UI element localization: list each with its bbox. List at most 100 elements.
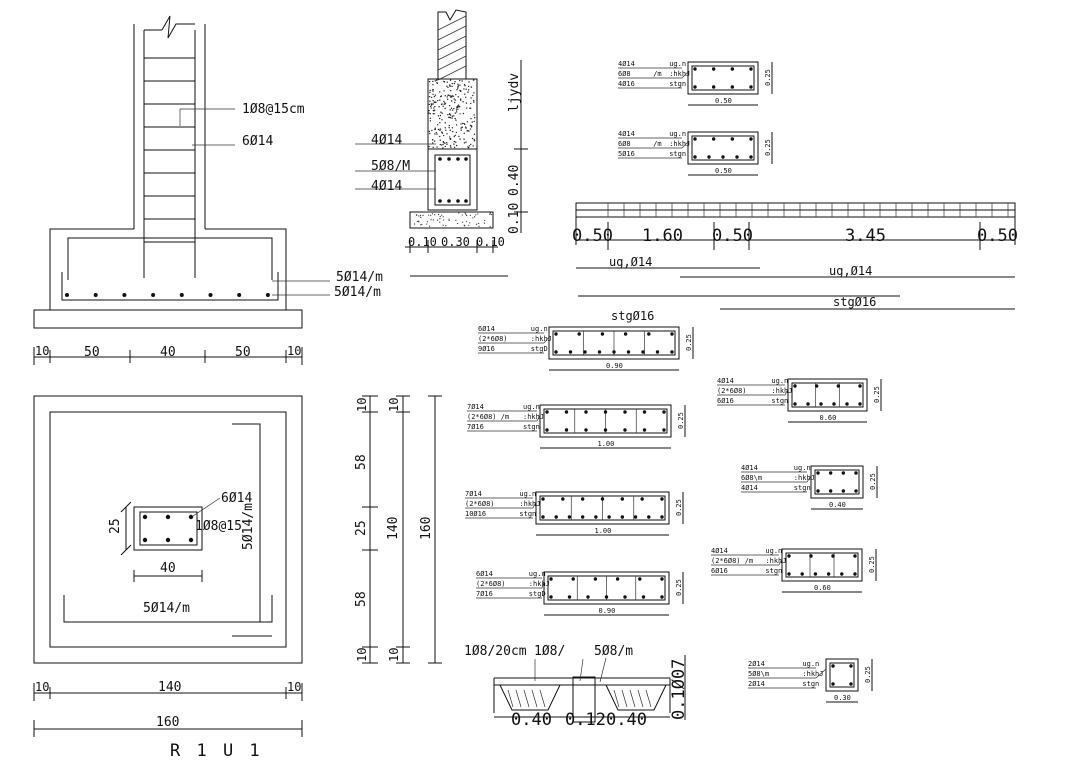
section-bottom-bar (721, 155, 725, 159)
section-bottom-bar (620, 515, 625, 519)
concrete-speckle (453, 146, 456, 149)
concrete-speckle (467, 85, 470, 88)
concrete-speckle (460, 123, 462, 125)
concrete-speckle (444, 145, 447, 148)
concrete-speckle (432, 89, 434, 91)
concrete-speckle (433, 95, 436, 98)
concrete-speckle (439, 91, 441, 93)
blinding-speckle (484, 219, 486, 222)
dim-50-right: 50 (235, 345, 251, 360)
section-bottom-bar (749, 155, 753, 159)
concrete-speckle (449, 114, 452, 116)
section-leader (532, 501, 537, 509)
concrete-speckle (461, 80, 463, 82)
dim-50-left: 50 (84, 345, 100, 360)
slab-section: 1Ø8/20cm 1Ø8/ 5Ø8/m 0.40 0.12 0.40 0.1Ø0… (464, 644, 689, 730)
section-bottom-bar (793, 402, 797, 406)
blinding-speckle (430, 219, 432, 221)
concrete-speckle (468, 81, 470, 83)
section-top-bar (831, 554, 835, 558)
section-bottom-bar (660, 595, 664, 599)
concrete-speckle (472, 94, 474, 97)
concrete-speckle (459, 113, 461, 115)
footing-bar-dot (93, 293, 98, 297)
section-bottom-bar (670, 350, 674, 354)
concrete-speckle (451, 117, 453, 119)
beam-bottom-bars: 4Ø14 (371, 179, 402, 194)
concrete-speckle (437, 99, 439, 102)
section-bottom-bar (849, 682, 853, 686)
blinding-speckle (422, 214, 424, 216)
section-top-bar (571, 577, 575, 581)
plan-mesh-bottom: 5Ø14/m (143, 601, 190, 616)
concrete-speckle (459, 89, 461, 92)
blinding-speckle (427, 214, 430, 216)
beam-detail: 4Ø14 5Ø8/M 4Ø14 ljydv 0.40 0.10 0.10 0.3… (355, 9, 528, 277)
concrete-speckle (464, 93, 466, 95)
slab-label-2: 1Ø8/ (534, 644, 565, 659)
concrete-speckle (446, 85, 448, 87)
beam-w-030: 0.30 (441, 235, 470, 249)
concrete-speckle (439, 114, 442, 117)
column-bar-dot (142, 514, 148, 520)
concrete-speckle (444, 95, 446, 97)
blinding-speckle (420, 216, 422, 218)
concrete-speckle (471, 121, 473, 123)
stirrup-label: 1Ø8@15cm (242, 102, 305, 117)
concrete-speckle (448, 136, 451, 138)
concrete-speckle (446, 143, 448, 146)
section-bar-type: ug.n (771, 377, 788, 385)
section-bottom-bar (707, 155, 711, 159)
section-top-bar (816, 471, 820, 475)
concrete-speckle (431, 129, 433, 132)
concrete-speckle (451, 115, 454, 117)
section-bottom-bar (586, 595, 590, 599)
section-bar-unit: /m (653, 70, 661, 78)
concrete-speckle (451, 109, 454, 111)
concrete-speckle (449, 116, 451, 119)
concrete-speckle (432, 112, 435, 115)
section-outline (535, 491, 670, 525)
section-bar-label: 6Ø14 (478, 325, 495, 333)
blinding-speckle (478, 222, 480, 225)
plan-col-stirrup: 1Ø8@15 (195, 519, 242, 534)
wall-hatch-line (437, 55, 467, 71)
concrete-speckle (429, 91, 431, 94)
blinding-speckle (458, 212, 460, 214)
beam-bar-dot (464, 157, 468, 161)
section-bar-type: stgn (669, 150, 686, 158)
plan-dim-10-right: 10 (287, 680, 301, 694)
blinding-speckle (477, 213, 479, 215)
section-stirrup (829, 662, 855, 688)
section-bar-type: stgn (523, 423, 540, 431)
concrete-speckle (467, 89, 470, 91)
section-bottom-bar (607, 515, 611, 519)
blinding-speckle (432, 219, 434, 221)
concrete-speckle (439, 128, 441, 130)
concrete-speckle (443, 103, 445, 106)
slab-rib (507, 689, 514, 708)
section-outline (539, 404, 672, 438)
concrete-speckle (434, 105, 436, 108)
concrete-speckle (453, 82, 456, 85)
section-top-bar (603, 410, 608, 414)
section-top-bar (660, 497, 664, 501)
concrete-speckle (470, 126, 473, 128)
concrete-speckle (446, 81, 449, 83)
section-bar-type: :hkhJ (531, 335, 552, 343)
concrete-speckle (431, 139, 434, 141)
concrete-speckle (473, 101, 475, 103)
blinding-speckle (474, 216, 476, 218)
section-bar-label: 7Ø16 (467, 423, 484, 431)
footing-bar-dot (151, 293, 156, 297)
dim-10-left: 10 (35, 344, 49, 358)
blinding-speckle (428, 225, 431, 227)
concrete-speckle (449, 85, 451, 87)
concrete-speckle (468, 130, 470, 132)
concrete-speckle (449, 138, 452, 140)
section-height-label: 0.25 (873, 386, 881, 403)
section-bottom-bar (554, 350, 558, 354)
plan-dim-10-left: 10 (35, 680, 49, 694)
concrete-speckle (472, 99, 475, 102)
